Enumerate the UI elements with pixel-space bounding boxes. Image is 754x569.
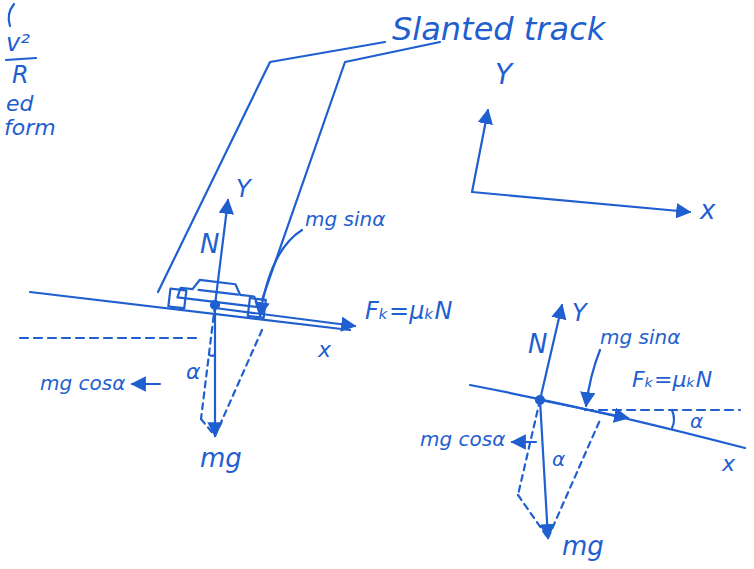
handwritten-label: Y bbox=[495, 60, 512, 91]
handwritten-label: α bbox=[552, 448, 565, 470]
handwritten-label: Y bbox=[572, 300, 587, 326]
weight-arrow bbox=[214, 305, 216, 436]
bracket-fragment bbox=[9, 4, 14, 26]
x-axis bbox=[472, 192, 690, 212]
handwritten-label: Y bbox=[236, 176, 251, 202]
handwritten-label: mg bbox=[562, 532, 604, 561]
friction-arrow bbox=[540, 400, 628, 418]
component-dashed bbox=[518, 420, 600, 538]
handwritten-label: ed bbox=[6, 92, 34, 116]
y-axis bbox=[472, 110, 488, 192]
mgcos-component bbox=[201, 305, 215, 419]
horizontal-dashed bbox=[585, 409, 740, 411]
handwritten-label: Fₖ=μₖN bbox=[632, 368, 712, 392]
incline-line bbox=[30, 292, 350, 330]
handwritten-label: N bbox=[528, 330, 547, 359]
leader-line bbox=[262, 42, 440, 300]
handwritten-label: α bbox=[690, 410, 703, 432]
pointer-arrow bbox=[260, 230, 302, 316]
handwritten-label: mg sinα bbox=[600, 326, 680, 348]
leader-line bbox=[158, 42, 385, 292]
pointer-arrow bbox=[512, 441, 536, 443]
handwritten-label: form bbox=[4, 116, 56, 140]
handwritten-label: mg bbox=[200, 444, 242, 473]
car-window bbox=[199, 290, 239, 295]
mgcos-component bbox=[518, 400, 540, 495]
handwritten-label: R bbox=[12, 62, 29, 88]
handwritten-label: mg cosα bbox=[40, 372, 125, 394]
incline-line bbox=[470, 385, 745, 448]
angle-arc bbox=[672, 410, 674, 428]
handwritten-label: mg cosα bbox=[420, 428, 505, 450]
handwritten-label: x bbox=[318, 338, 331, 362]
handwritten-label: x bbox=[700, 196, 715, 225]
horizontal-dashed bbox=[20, 337, 200, 339]
component-dashed bbox=[201, 330, 262, 436]
handwritten-label: α bbox=[186, 360, 201, 384]
pointer-arrow bbox=[132, 383, 160, 385]
handwritten-label: mg sinα bbox=[305, 208, 385, 230]
handwritten-label: N bbox=[200, 230, 219, 259]
friction-arrow bbox=[215, 308, 355, 326]
fraction-bar bbox=[6, 58, 36, 60]
handwritten-label: Fₖ=μₖN bbox=[365, 298, 453, 324]
handwritten-label: v² bbox=[6, 30, 30, 56]
handwritten-label: Slanted track bbox=[392, 12, 605, 47]
weight-arrow bbox=[540, 400, 548, 538]
handwritten-label: x bbox=[722, 452, 735, 476]
angle-arc bbox=[209, 354, 215, 356]
pointer-arrow bbox=[586, 350, 600, 406]
